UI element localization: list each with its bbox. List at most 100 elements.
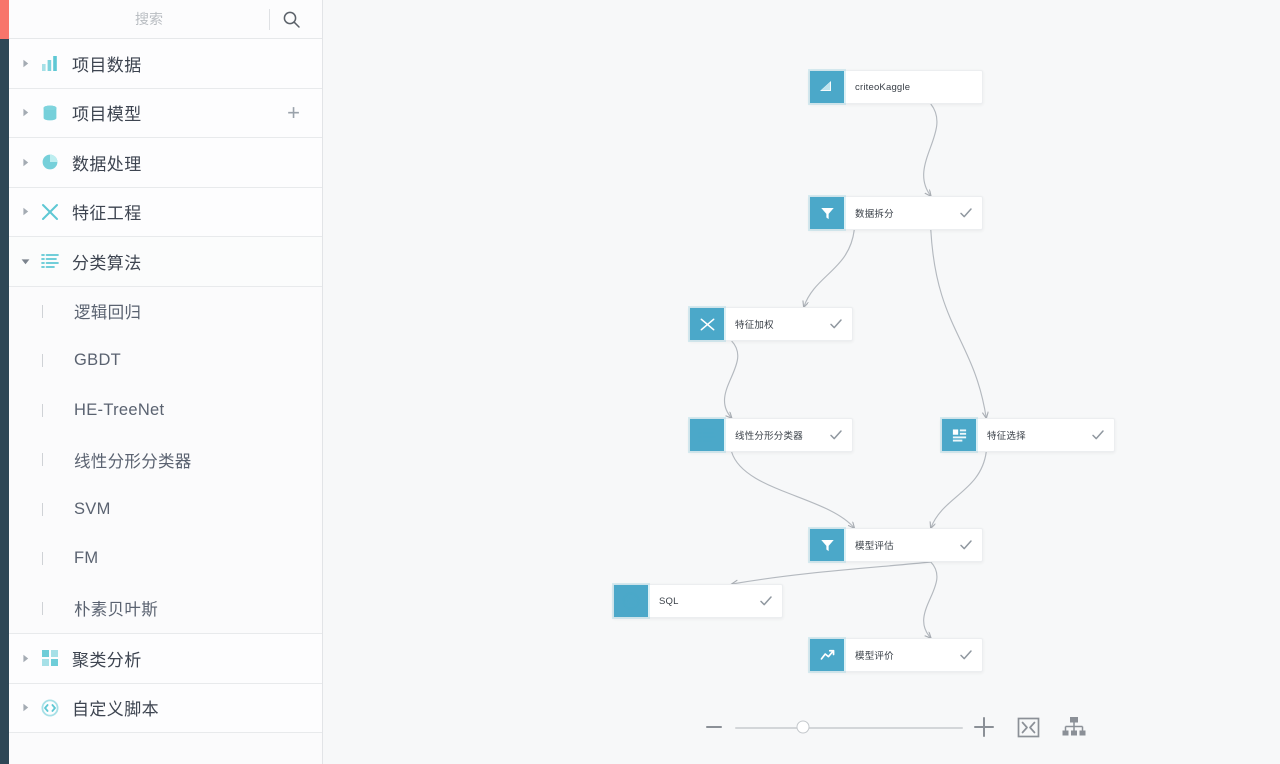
sidebar-item-label: 自定义脚本 <box>72 700 159 720</box>
node-body: 特征选择 <box>976 419 1114 451</box>
sidebar-item-project-data[interactable]: 项目数据 <box>0 39 322 89</box>
node-label: SQL <box>659 595 679 607</box>
columns-icon <box>942 419 976 451</box>
sidebar-subitem-svm[interactable]: SVM <box>0 484 322 534</box>
workflow-node-feature-select[interactable]: 特征选择 <box>941 418 1115 452</box>
chevron-down-icon[interactable] <box>20 256 30 266</box>
workflow-node-sql[interactable]: SQL <box>613 584 783 618</box>
search-icon[interactable] <box>274 0 308 39</box>
fit-screen-icon[interactable] <box>1005 706 1051 748</box>
drag-handle-icon[interactable] <box>36 552 48 566</box>
sidebar-item-data-processing[interactable]: 数据处理 <box>0 138 322 188</box>
node-status-check-icon <box>959 206 973 220</box>
add-model-button[interactable]: + <box>287 99 300 125</box>
sidebar-item-clustering[interactable]: 聚类分析 <box>0 634 322 684</box>
auto-layout-icon[interactable] <box>1051 706 1097 748</box>
filter-icon <box>810 197 844 229</box>
chevron-right-icon[interactable] <box>20 703 30 713</box>
edge-dataset-to-data-split <box>923 103 938 196</box>
node-body: 特征加权 <box>724 308 852 340</box>
search-bar <box>0 0 322 39</box>
node-label: 线性分形分类器 <box>735 431 803 442</box>
search-input[interactable] <box>16 11 322 27</box>
node-body: 数据拆分 <box>844 197 982 229</box>
filter-icon <box>810 529 844 561</box>
sidebar-subitem-logistic-regression[interactable]: 逻辑回归 <box>0 286 322 336</box>
chevron-right-icon[interactable] <box>20 653 30 663</box>
drag-handle-icon[interactable] <box>36 453 48 467</box>
chevron-right-icon[interactable] <box>20 157 30 167</box>
zoom-out-button[interactable] <box>693 706 735 748</box>
drag-handle-icon[interactable] <box>36 502 48 516</box>
search-divider <box>269 9 270 30</box>
workflow-node-model-predict[interactable]: 模型评价 <box>809 638 983 672</box>
node-body: 模型评估 <box>844 529 982 561</box>
node-status-check-icon <box>829 428 843 442</box>
rail-accent-top <box>0 0 9 39</box>
sidebar-item-feature-eng[interactable]: 特征工程 <box>0 187 322 237</box>
sidebar-subitem-gbdt[interactable]: GBDT <box>0 336 322 386</box>
drag-handle-icon[interactable] <box>36 354 48 368</box>
sidebar-item-label: 数据处理 <box>72 154 142 174</box>
sidebar-subitem-naive-bayes[interactable]: 朴素贝叶斯 <box>0 583 322 633</box>
database-icon <box>40 103 60 123</box>
sidebar-item-custom-script[interactable]: 自定义脚本 <box>0 683 322 733</box>
node-label: criteoKaggle <box>855 81 911 93</box>
dataset-icon <box>810 71 844 103</box>
zoom-slider-thumb[interactable] <box>796 720 810 734</box>
node-label: 模型评价 <box>855 651 894 662</box>
workflow-node-feature-weight[interactable]: 特征加权 <box>689 307 853 341</box>
workflow-node-model-eval[interactable]: 模型评估 <box>809 528 983 562</box>
drag-handle-icon[interactable] <box>36 403 48 417</box>
left-accent-rail <box>0 0 9 764</box>
node-body: criteoKaggle <box>844 71 982 103</box>
edge-linear-fractal-to-model-eval <box>731 451 855 528</box>
sidebar-item-project-model[interactable]: 项目模型+ <box>0 88 322 138</box>
edge-data-split-to-feature-select <box>930 229 986 418</box>
drag-handle-icon[interactable] <box>36 601 48 615</box>
sidebar-subitem-label: 朴素贝叶斯 <box>74 601 158 620</box>
workflow-node-dataset[interactable]: criteoKaggle <box>809 70 983 104</box>
workflow-edges <box>724 103 1280 700</box>
sidebar-subitem-he-treenet[interactable]: HE-TreeNet <box>0 385 322 435</box>
node-label: 数据拆分 <box>855 209 894 220</box>
node-status-check-icon <box>1091 428 1105 442</box>
node-label: 模型评估 <box>855 541 894 552</box>
sidebar-subitem-linear-fractal[interactable]: 线性分形分类器 <box>0 435 322 485</box>
code-icon <box>614 585 648 617</box>
workflow-canvas[interactable]: criteoKaggle 数据拆分特征加权线性分形分类器 特征选择模型评估 SQL 模型… <box>323 0 1280 764</box>
node-status-check-icon <box>759 594 773 608</box>
sidebar-subitem-label: 线性分形分类器 <box>74 452 192 471</box>
workflow-node-data-split[interactable]: 数据拆分 <box>809 196 983 230</box>
bar-chart-icon <box>40 53 60 73</box>
chevron-right-icon[interactable] <box>20 108 30 118</box>
grid-icon <box>40 648 60 668</box>
zoom-in-button[interactable] <box>963 706 1005 748</box>
node-label: 特征加权 <box>735 320 774 331</box>
chevron-right-icon[interactable] <box>20 207 30 217</box>
rail-accent-bottom <box>0 39 9 764</box>
edge-feature-select-to-model-eval <box>931 451 987 528</box>
chart-icon <box>810 639 844 671</box>
chevron-right-icon[interactable] <box>20 58 30 68</box>
node-body: 线性分形分类器 <box>724 419 852 451</box>
sidebar-subitem-label: FM <box>74 549 99 568</box>
edge-feature-weight-to-linear-fractal <box>724 340 739 418</box>
sidebar-item-label: 项目数据 <box>72 55 142 75</box>
zoom-slider[interactable] <box>735 706 963 748</box>
node-status-check-icon <box>959 538 973 552</box>
list-icon <box>690 419 724 451</box>
zoom-slider-track <box>735 727 963 729</box>
edge-model-eval-to-sql <box>732 561 931 584</box>
sidebar-item-label: 特征工程 <box>72 204 142 224</box>
edge-data-split-to-feature-weight <box>804 229 855 307</box>
sidebar-subitem-fm[interactable]: FM <box>0 534 322 584</box>
workflow-node-linear-fractal[interactable]: 线性分形分类器 <box>689 418 853 452</box>
sidebar-item-classification[interactable]: 分类算法 <box>0 237 322 287</box>
sidebar-item-label: 聚类分析 <box>72 650 142 670</box>
drag-handle-icon[interactable] <box>36 304 48 318</box>
